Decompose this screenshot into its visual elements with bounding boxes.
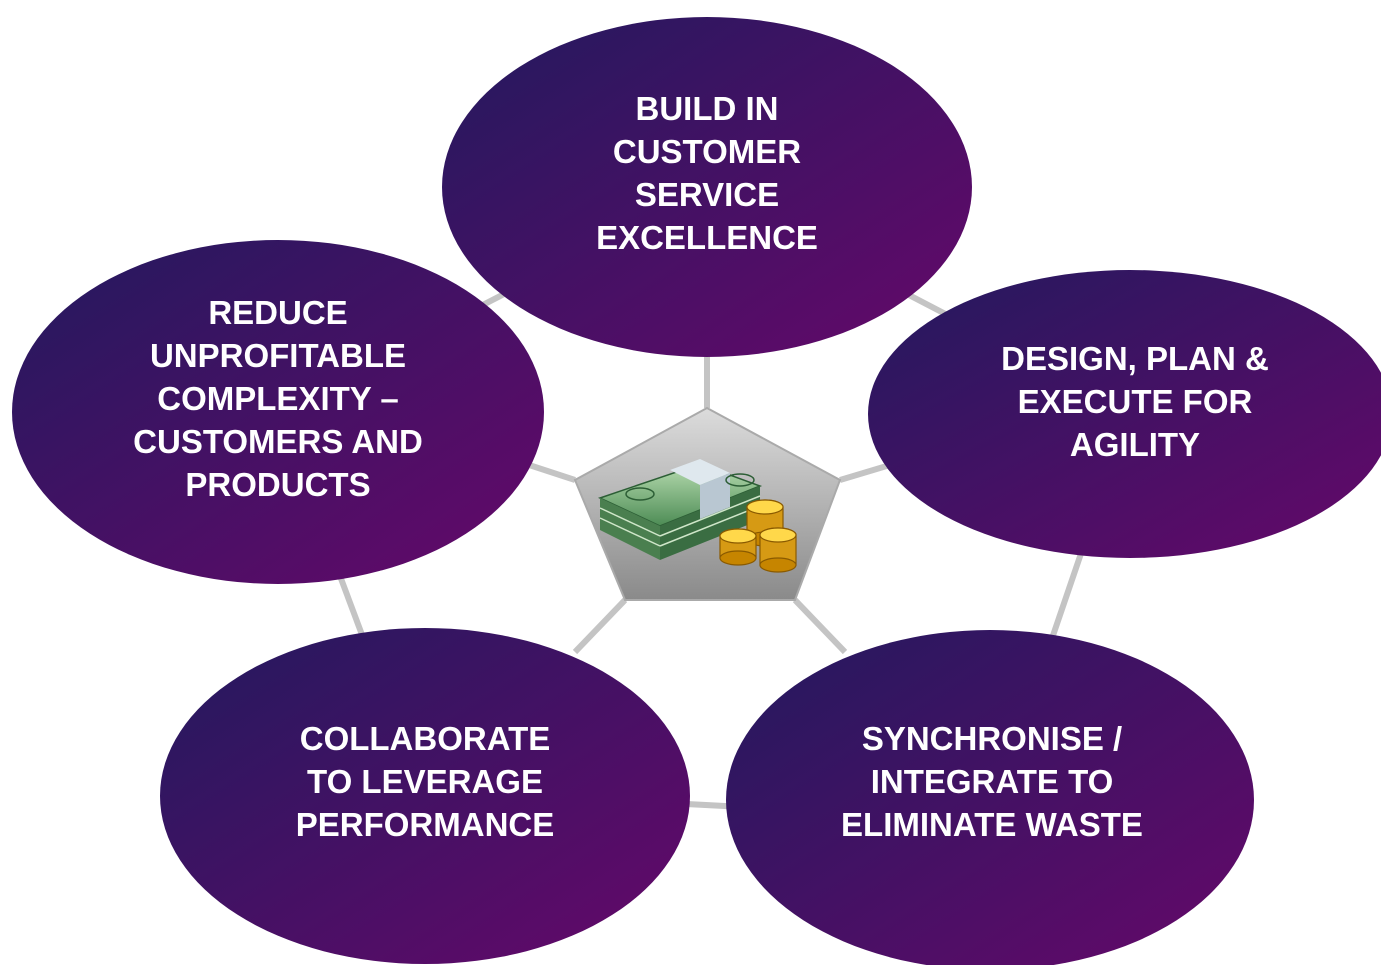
node-right: DESIGN, PLAN & EXECUTE FOR AGILITY	[868, 270, 1381, 558]
node-bottom-left-label: COLLABORATE TO LEVERAGE PERFORMANCE	[296, 720, 555, 843]
node-bottom-left-line-3: PERFORMANCE	[296, 806, 555, 843]
node-top-line-2: CUSTOMER	[613, 133, 801, 170]
node-right-label: DESIGN, PLAN & EXECUTE FOR AGILITY	[1001, 340, 1269, 463]
node-bottom-right-line-2: INTEGRATE TO	[871, 763, 1114, 800]
node-left-label: REDUCE UNPROFITABLE COMPLEXITY – CUSTOMERS …	[133, 294, 423, 503]
node-left: REDUCE UNPROFITABLE COMPLEXITY – CUSTOMERS …	[12, 240, 544, 584]
node-right-line-1: DESIGN, PLAN &	[1001, 340, 1269, 377]
node-top-ellipse	[442, 17, 972, 357]
center-hub	[573, 406, 842, 601]
nodes-layer: BUILD IN CUSTOMER SERVICE EXCELLENCE REDUCE U…	[12, 17, 1381, 965]
node-bottom-right-line-1: SYNCHRONISE /	[862, 720, 1122, 757]
node-bottom-right-line-3: ELIMINATE WASTE	[841, 806, 1143, 843]
node-bottom-right: SYNCHRONISE / INTEGRATE TO ELIMINATE WASTE	[726, 630, 1254, 965]
money-stack-and-coins-icon	[597, 459, 797, 573]
node-left-ellipse	[12, 240, 544, 584]
spoke-bottom-left	[572, 597, 628, 655]
node-right-ellipse	[868, 270, 1381, 558]
node-top-line-3: SERVICE	[635, 176, 779, 213]
node-right-line-3: AGILITY	[1070, 426, 1200, 463]
node-bottom-right-ellipse	[726, 630, 1254, 965]
node-top-line-1: BUILD IN	[636, 90, 779, 127]
node-left-line-1: REDUCE	[208, 294, 347, 331]
node-left-line-5: PRODUCTS	[185, 466, 370, 503]
node-bottom-right-label: SYNCHRONISE / INTEGRATE TO ELIMINATE WASTE	[841, 720, 1143, 843]
node-bottom-left-ellipse	[160, 628, 690, 964]
node-left-line-3: COMPLEXITY –	[157, 380, 398, 417]
node-bottom-left-line-2: TO LEVERAGE	[307, 763, 543, 800]
node-top: BUILD IN CUSTOMER SERVICE EXCELLENCE	[442, 17, 972, 357]
node-bottom-left-line-1: COLLABORATE	[300, 720, 551, 757]
node-left-line-2: UNPROFITABLE	[150, 337, 406, 374]
spoke-bottom-right	[792, 597, 848, 655]
node-bottom-left: COLLABORATE TO LEVERAGE PERFORMANCE	[160, 628, 690, 964]
node-top-line-4: EXCELLENCE	[596, 219, 818, 256]
node-left-line-4: CUSTOMERS AND	[133, 423, 423, 460]
node-top-label: BUILD IN CUSTOMER SERVICE EXCELLENCE	[596, 90, 818, 256]
node-right-line-2: EXECUTE FOR	[1018, 383, 1253, 420]
